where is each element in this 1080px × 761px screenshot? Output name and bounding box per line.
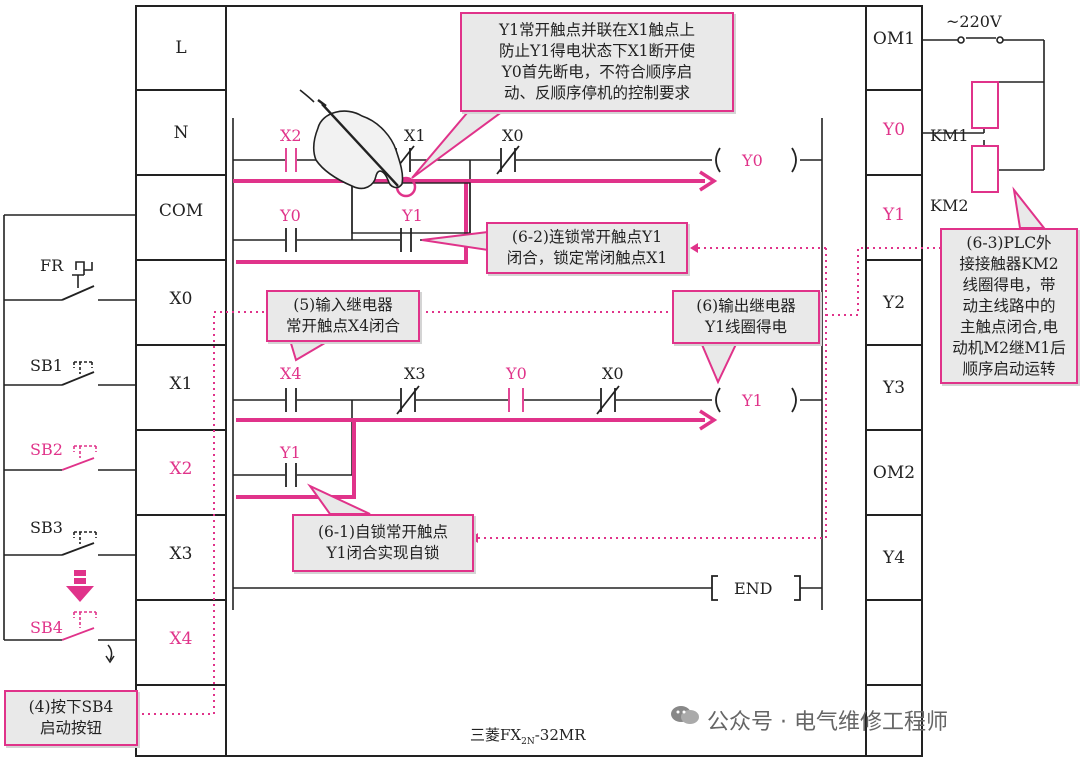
- label-sb1: SB1: [30, 356, 63, 375]
- callout-4: (4)按下SB4 启动按钮: [4, 690, 138, 746]
- end-instruction: END: [734, 579, 773, 598]
- terminal-x3: X3: [169, 544, 193, 564]
- label-km1: KM1: [930, 126, 969, 145]
- contact-x0-r1: X0: [502, 126, 524, 145]
- dotted-paths: [136, 247, 940, 715]
- contact-x0-r2: X0: [602, 364, 624, 383]
- terminal-y3: Y3: [882, 377, 906, 398]
- callout-6: (6)输出继电器 Y1线圈得电: [672, 290, 820, 344]
- terminal-x2: X2: [169, 459, 193, 479]
- label-fr: FR: [40, 256, 64, 275]
- contact-x2: X2: [280, 126, 302, 145]
- terminal-y4: Y4: [882, 547, 906, 568]
- terminal-y1: Y1: [882, 205, 906, 225]
- terminal-x4: X4: [169, 629, 193, 649]
- branch-y1-r1: Y1: [402, 206, 423, 225]
- plc-model: 三菱FX2N-32MR: [470, 726, 586, 747]
- watermark: 公众号 · 电气维修工程师: [670, 704, 948, 736]
- terminal-y2: Y2: [882, 292, 906, 313]
- coil-y0: Y0: [742, 151, 763, 170]
- callout-top: Y1常开触点并联在X1触点上 防止Y1得电状态下X1断开使 Y0首先断电，不符合…: [460, 12, 734, 112]
- plc-frame: [135, 5, 923, 757]
- terminal-om2: OM2: [872, 462, 916, 483]
- coil-brackets: [711, 147, 801, 601]
- contact-x3: X3: [404, 364, 426, 383]
- terminal-x1: X1: [169, 374, 193, 394]
- contact-x4: X4: [280, 364, 302, 383]
- switch-blades: [61, 261, 115, 664]
- label-sb2: SB2: [30, 440, 63, 459]
- branch-y0: Y0: [280, 206, 301, 225]
- label-sb4: SB4: [30, 618, 63, 637]
- terminal-l: L: [175, 38, 187, 58]
- callout-6-1: (6-1)自锁常开触点 Y1闭合实现自锁: [292, 514, 474, 572]
- pointing-hand-icon: [299, 89, 404, 190]
- label-voltage: ~220V: [946, 12, 1002, 31]
- contact-y0-r2: Y0: [506, 364, 527, 383]
- callout-6-3: (6-3)PLC外 接接触器KM2 线圈得电，带 动主线路中的 主触点闭合,电 …: [940, 228, 1078, 384]
- label-sb3: SB3: [30, 518, 63, 537]
- label-km2: KM2: [930, 196, 969, 215]
- contact-x1: X1: [404, 126, 426, 145]
- press-arrow: [66, 570, 94, 602]
- branch-y1-r2: Y1: [280, 443, 301, 462]
- coil-y1: Y1: [742, 391, 763, 410]
- coil-boxes: [971, 81, 999, 193]
- flow-paths: [233, 170, 718, 499]
- terminal-y0: Y0: [882, 120, 906, 140]
- left-wiring: [3, 214, 136, 641]
- terminal-n: N: [173, 122, 189, 143]
- wechat-icon: [670, 706, 700, 734]
- terminal-x0: X0: [169, 289, 193, 309]
- callout-6-2: (6-2)连锁常开触点Y1 闭合，锁定常闭触点X1: [486, 222, 688, 274]
- terminal-com: COM: [158, 201, 204, 221]
- branch-boxes: [351, 182, 471, 234]
- terminal-om1: OM1: [872, 29, 916, 49]
- callout-5: (5)输入继电器 常开触点X4闭合: [266, 290, 420, 342]
